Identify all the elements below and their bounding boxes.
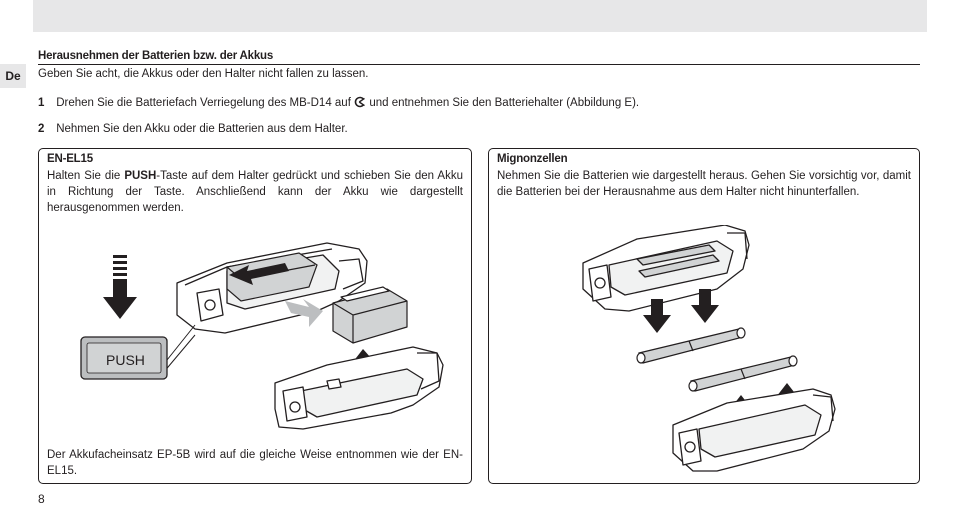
press-down-arrow: [103, 255, 137, 319]
push-button-callout: [80, 324, 196, 380]
step-2-number: 2: [38, 123, 45, 135]
push-button-label: PUSH: [106, 352, 145, 368]
step-1-text-before: Drehen Sie die Batteriefach Verriegelung…: [56, 97, 351, 109]
en-el15-text-after: -Taste auf dem Halter gedrückt und schie…: [47, 170, 463, 214]
caution-text: Geben Sie acht, die Akkus oder den Halte…: [38, 68, 369, 80]
slide-direction-arrow: [229, 263, 289, 285]
removed-battery: [332, 286, 408, 344]
en-el15-box: EN-EL15 Halten Sie die PUSH-Taste auf de…: [38, 148, 472, 484]
language-tab: De: [0, 64, 26, 88]
aa-down-arrows: [643, 289, 719, 333]
removal-flow-arrow: [285, 299, 323, 327]
page-number: 8: [38, 492, 45, 506]
push-word: PUSH: [124, 170, 157, 182]
en-el15-removal-illustration: PUSH: [80, 242, 444, 430]
aa-holder-upper: [582, 225, 750, 312]
header-bar: [33, 0, 927, 32]
aa-holder-lower: [672, 388, 836, 472]
mignon-box: Mignonzellen Nehmen Sie die Batterien wi…: [488, 148, 920, 484]
en-el15-title: EN-EL15: [47, 153, 93, 165]
step-1-text-after: und entnehmen Sie den Batteriehalter (Ab…: [369, 97, 640, 109]
en-el15-text-before: Halten Sie die: [47, 170, 125, 182]
battery-holder-lower: [274, 346, 444, 430]
step-2: 2 Nehmen Sie den Akku oder die Batterien…: [38, 123, 348, 135]
en-el15-instructions: Halten Sie die PUSH-Taste auf dem Halter…: [47, 168, 463, 216]
step-1: 1 Drehen Sie die Batteriefach Verriegelu…: [38, 96, 639, 109]
lock-unlock-icon: [354, 96, 366, 108]
section-title: Herausnehmen der Batterien bzw. der Akku…: [38, 50, 920, 65]
aa-batteries: [636, 327, 798, 392]
step-2-text: Nehmen Sie den Akku oder die Batterien a…: [56, 123, 348, 135]
mignon-instructions: Nehmen Sie die Batterien wie dargestellt…: [497, 170, 911, 198]
step-1-number: 1: [38, 97, 45, 109]
mignon-title: Mignonzellen: [497, 153, 568, 165]
aa-removal-illustration: [582, 225, 836, 472]
ep-5b-note: Der Akkufacheinsatz EP-5B wird auf die g…: [47, 449, 463, 477]
